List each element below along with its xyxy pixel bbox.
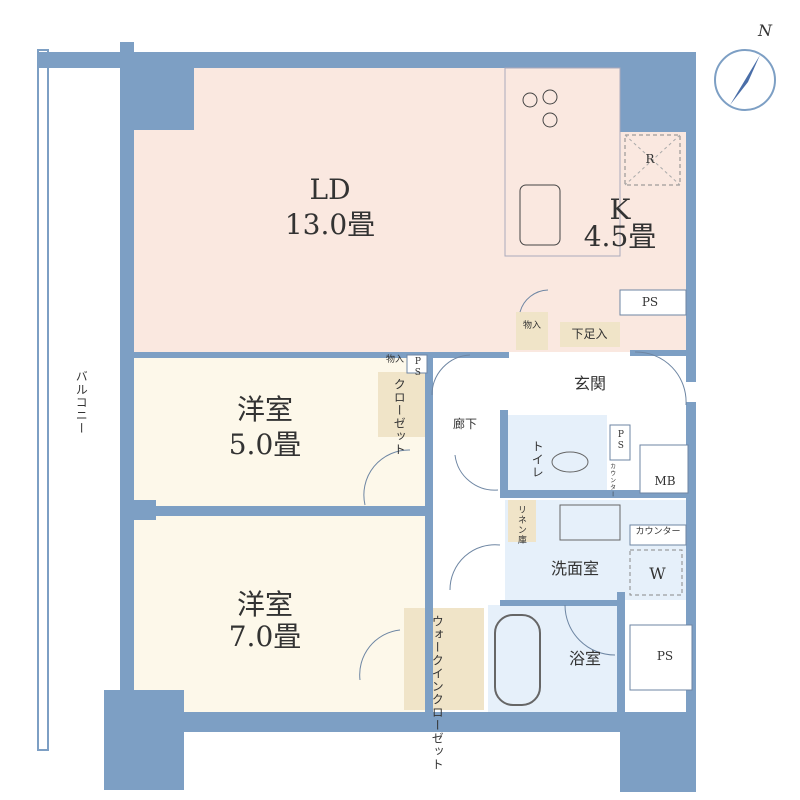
stove-burner [522, 92, 538, 108]
compass-ring [714, 49, 776, 111]
bath-floor [488, 605, 623, 713]
room2-floor [132, 515, 432, 717]
compass-needle [730, 55, 760, 105]
bathtub [494, 614, 541, 706]
mb-box [639, 444, 689, 494]
ps-label-bath: PS [656, 649, 674, 663]
stove-burner [542, 112, 558, 128]
shoe-storage-label: 下足入 [571, 327, 608, 341]
walls [104, 42, 696, 792]
balcony-label: バルコニー [74, 370, 89, 435]
storage-floor [516, 312, 548, 350]
room2-name: 洋室 [236, 588, 293, 621]
ps-box-room [406, 354, 428, 374]
hallway-label: 廊下 [452, 417, 477, 431]
sink-basin [519, 184, 561, 246]
ps-label-kitchen: PS [641, 295, 659, 309]
mb-label: MB [654, 474, 676, 488]
ps-box-kitchen [619, 289, 687, 316]
counter-label: カウンター [635, 527, 681, 537]
ps-label-toilet: PS [615, 430, 626, 452]
toilet-bowl [551, 451, 589, 473]
ps-label-room: PS [412, 357, 423, 379]
bath-label: 浴室 [568, 649, 601, 668]
room2-size: 7.0畳 [228, 620, 302, 653]
stove-burner [542, 89, 558, 105]
kitchen-counter [504, 67, 621, 257]
room1-name: 洋室 [236, 393, 293, 426]
wic-label: ウォークインクローゼット [430, 615, 445, 771]
ps-box-toilet [609, 424, 631, 461]
toilet-label: トイレ [530, 440, 545, 479]
ld-name: LD [309, 173, 351, 206]
entrance-label: 玄関 [573, 374, 606, 393]
balcony-outline [37, 49, 49, 751]
counter-box [629, 524, 687, 546]
closet-floor [378, 372, 425, 437]
washer-box [629, 549, 683, 596]
ld-floor [132, 68, 692, 352]
ld-size: 13.0畳 [284, 208, 376, 241]
washer-label: W [649, 564, 666, 583]
fridge-label: R [645, 152, 655, 166]
linen-floor [508, 500, 536, 542]
storage-room-label: 物入 [385, 355, 404, 365]
shoe-floor [560, 322, 620, 347]
compass-n: N [758, 21, 772, 40]
closet-label: クローゼット [392, 378, 407, 456]
linen-label: リネン庫 [515, 505, 526, 545]
balcony-top-wall [38, 52, 128, 68]
washbasin [559, 504, 621, 541]
ps-box-bath [629, 624, 693, 691]
washroom-label: 洗面室 [550, 559, 599, 578]
counter-small-label: カウンター [608, 463, 616, 498]
storage-top-label: 物入 [522, 321, 541, 331]
door-swings [359, 289, 687, 681]
fridge-box [624, 134, 681, 186]
toilet-floor [505, 415, 607, 490]
fridge-cross [624, 134, 681, 186]
hall-floor [432, 352, 502, 592]
wic-floor [404, 608, 484, 710]
kitchen-size: 4.5畳 [583, 220, 657, 253]
room1-size: 5.0畳 [228, 428, 302, 461]
kitchen-name: K [609, 193, 631, 226]
